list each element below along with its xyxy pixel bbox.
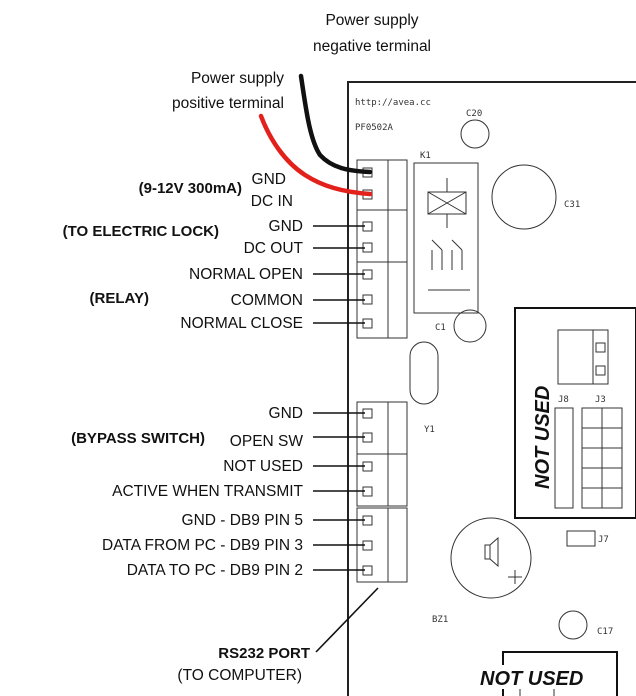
capacitor-c31 bbox=[491, 164, 557, 230]
pcb-board-outline bbox=[347, 81, 636, 696]
pin-label-open-sw: OPEN SW bbox=[230, 433, 304, 450]
pcb-url: http://avea.cc bbox=[355, 98, 431, 108]
label-c20: C20 bbox=[466, 109, 482, 119]
headers-j8-j3 bbox=[554, 407, 623, 509]
pin-label-data-from-pc: DATA FROM PC - DB9 PIN 3 bbox=[102, 537, 303, 554]
crystal-y1 bbox=[409, 341, 439, 405]
pin-label-gnd-db9-5: GND - DB9 PIN 5 bbox=[182, 512, 303, 529]
buzzer-bz1 bbox=[450, 517, 532, 599]
pin-label-normal-open: NORMAL OPEN bbox=[189, 266, 303, 283]
pin-label-active-when-transmit: ACTIVE WHEN TRANSMIT bbox=[112, 483, 303, 500]
not-used-label-bottom: NOT USED bbox=[480, 668, 583, 690]
not-used-label-bg bbox=[478, 665, 610, 689]
negative-wire bbox=[298, 73, 373, 175]
not-used-box-side bbox=[514, 307, 636, 519]
callout-positive-line2: positive terminal bbox=[172, 95, 284, 112]
connector-top-not-used bbox=[557, 329, 609, 385]
pin-label-gnd-power: GND bbox=[252, 171, 286, 188]
label-j3: J3 bbox=[595, 395, 606, 405]
pin-label-dc-in: DC IN bbox=[251, 193, 293, 210]
group-lock: (TO ELECTRIC LOCK) bbox=[63, 223, 219, 240]
callout-negative-line1: Power supply bbox=[325, 12, 418, 29]
pin-label-not-used: NOT USED bbox=[223, 458, 303, 475]
pin-leaders bbox=[313, 225, 379, 653]
group-relay: (RELAY) bbox=[90, 290, 149, 307]
pin-label-data-to-pc: DATA TO PC - DB9 PIN 2 bbox=[127, 562, 303, 579]
label-y1: Y1 bbox=[424, 425, 435, 435]
label-c31: C31 bbox=[564, 200, 580, 210]
label-c1: C1 bbox=[435, 323, 446, 333]
label-k1: K1 bbox=[420, 151, 431, 161]
not-used-label-side: NOT USED bbox=[532, 386, 554, 489]
callout-positive-line1: Power supply bbox=[191, 70, 284, 87]
header-j7 bbox=[566, 530, 596, 547]
callout-negative-line2: negative terminal bbox=[313, 38, 431, 55]
label-c17: C17 bbox=[597, 627, 613, 637]
pin-label-common: COMMON bbox=[231, 292, 303, 309]
pin-label-normal-close: NORMAL CLOSE bbox=[180, 315, 303, 332]
capacitor-c17 bbox=[558, 610, 588, 640]
pin-label-dc-out: DC OUT bbox=[244, 240, 304, 257]
label-j8: J8 bbox=[558, 395, 569, 405]
capacitor-c1 bbox=[453, 309, 487, 343]
speaker-icon bbox=[484, 536, 522, 584]
pcb-part-number: PF0502A bbox=[355, 123, 394, 133]
label-j7: J7 bbox=[598, 535, 609, 545]
pin-label-gnd-lock: GND bbox=[269, 218, 303, 235]
label-bz1: BZ1 bbox=[432, 615, 448, 625]
relay-k1 bbox=[413, 162, 479, 314]
positive-wire bbox=[258, 113, 373, 197]
capacitor-c20 bbox=[460, 119, 490, 149]
group-bypass: (BYPASS SWITCH) bbox=[71, 430, 205, 447]
rs232-subtitle: (TO COMPUTER) bbox=[177, 667, 302, 684]
pin-label-gnd-bypass: GND bbox=[269, 405, 303, 422]
rs232-title: RS232 PORT bbox=[218, 645, 310, 662]
terminal-pins bbox=[362, 167, 373, 576]
group-power: (9-12V 300mA) bbox=[139, 180, 242, 197]
